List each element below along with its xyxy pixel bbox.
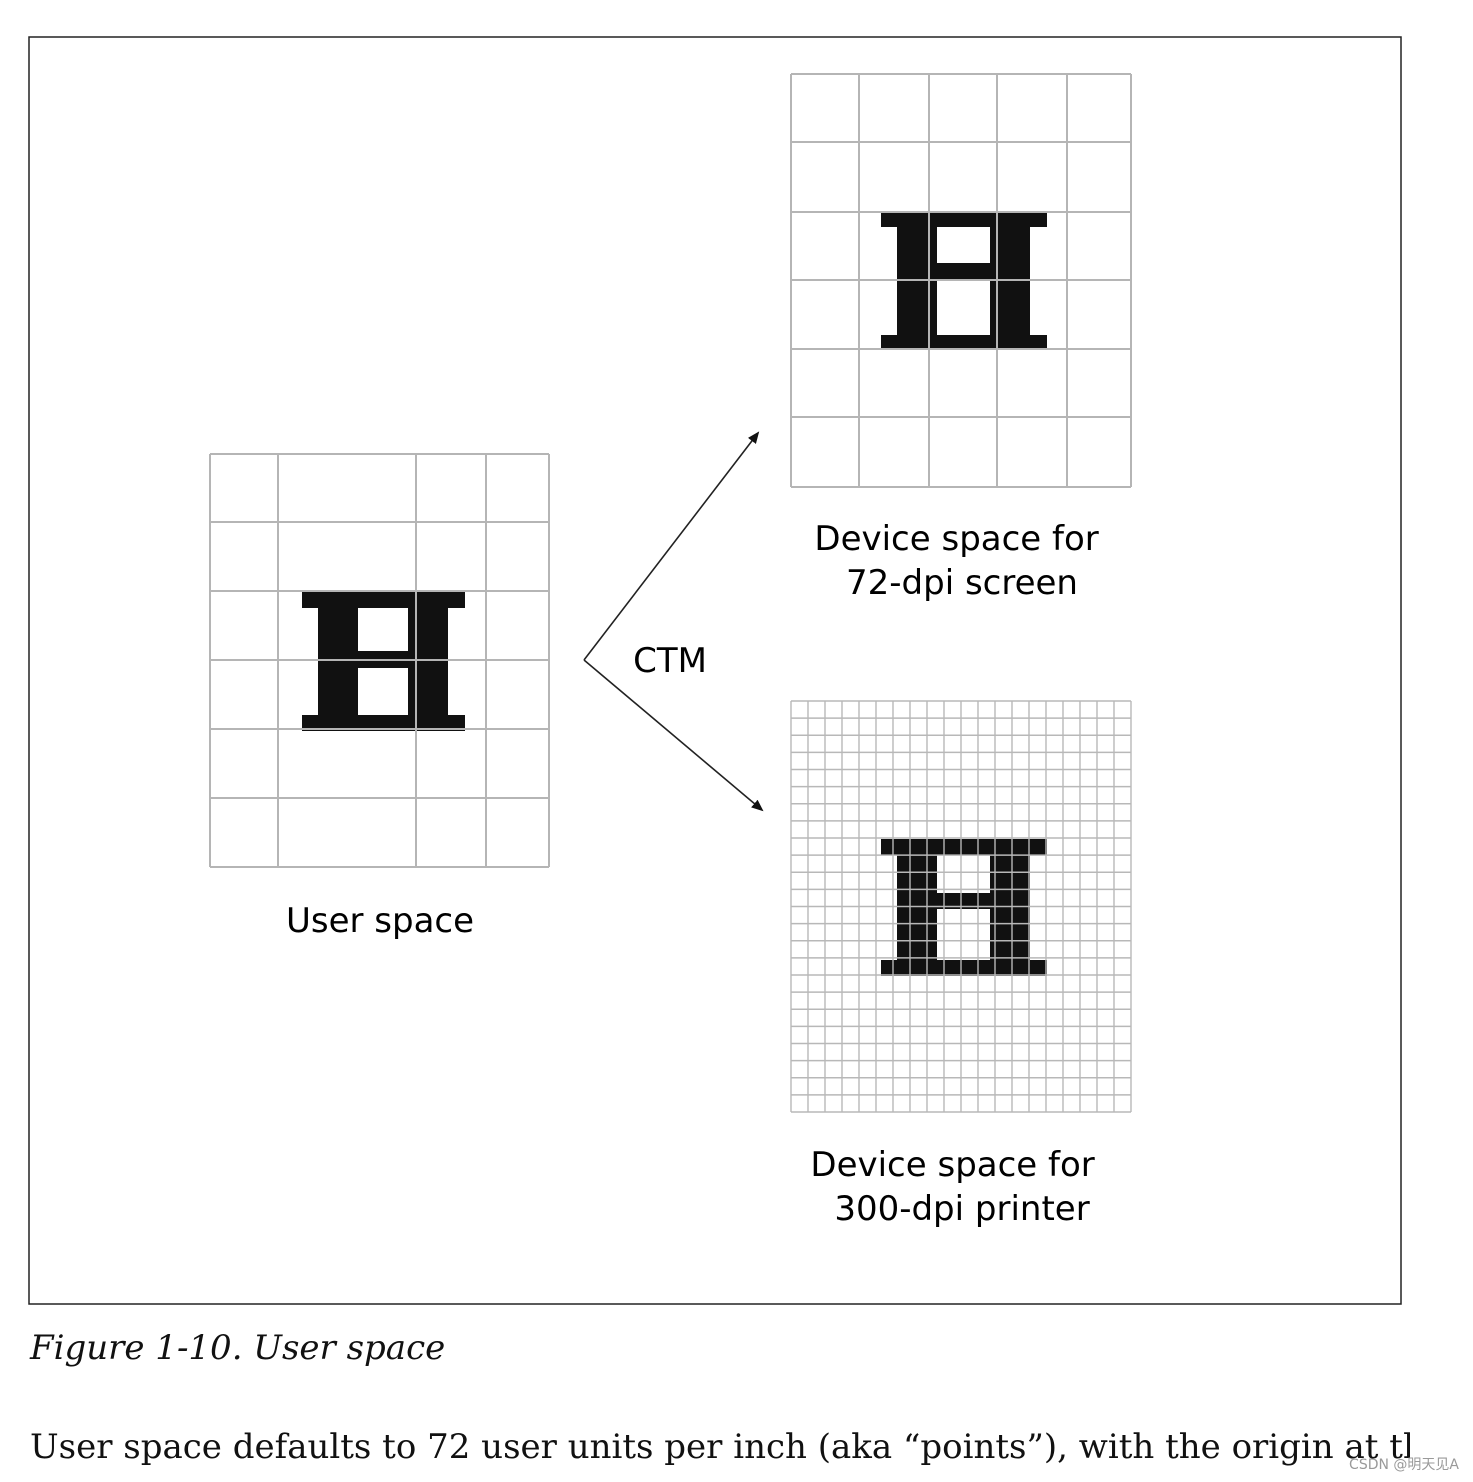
- printer-device-grid: [790, 700, 1132, 1113]
- watermark: CSDN @明天见A: [1349, 1457, 1459, 1473]
- figure-diagram: User space Device space for 72-dpi scree…: [28, 36, 1402, 1305]
- ctm-label: CTM: [633, 641, 707, 681]
- figure-frame: [28, 36, 1402, 1305]
- ctm-arrows: [583, 431, 764, 812]
- user-space-h-glyph: [302, 592, 465, 731]
- printer-device-space-panel: Device space for 300-dpi printer: [790, 700, 1132, 1229]
- user-space-grid: [209, 453, 550, 868]
- screen-device-label: Device space for 72-dpi screen: [814, 519, 1109, 603]
- user-space-label: User space: [286, 901, 474, 941]
- printer-h-glyph: [881, 839, 1047, 976]
- arrow-to-printer: [583, 659, 764, 812]
- body-paragraph: User space defaults to 72 user units per…: [30, 1427, 1410, 1467]
- user-space-panel: User space: [209, 453, 550, 941]
- printer-device-label: Device space for 300-dpi printer: [810, 1145, 1105, 1229]
- arrow-to-screen: [583, 431, 760, 661]
- figure-caption: Figure 1-10. User space: [30, 1328, 446, 1368]
- screen-device-space-panel: Device space for 72-dpi screen: [790, 73, 1132, 603]
- screen-device-grid: [790, 73, 1132, 488]
